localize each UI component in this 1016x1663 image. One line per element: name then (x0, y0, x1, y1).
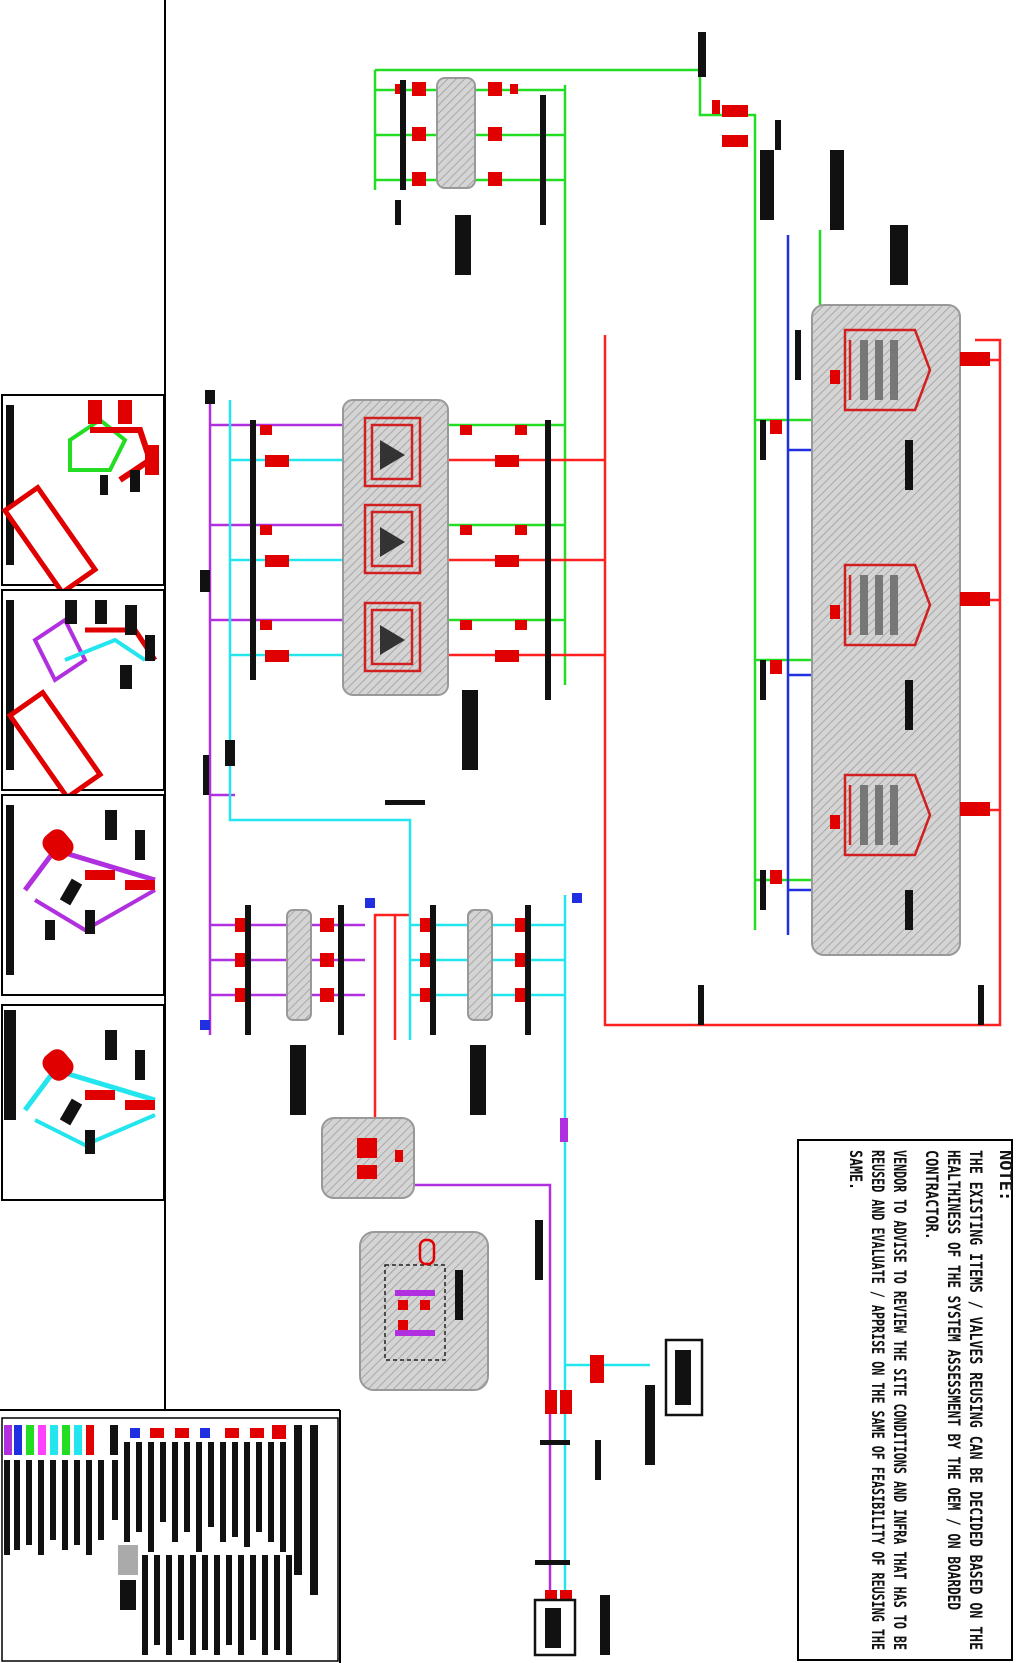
isometric-detail-panel-4 (1, 1004, 165, 1201)
chiller-bank (200, 399, 551, 795)
isometric-detail-panel-2 (1, 589, 165, 801)
note-line-2: HEALTHINESS OF THE SYSTEM ASSESSMENT BY … (943, 1150, 963, 1610)
heat-exchanger-unit (321, 1117, 415, 1199)
bottom-valves-and-tags (200, 390, 704, 1657)
top-valve-assembly (698, 32, 781, 150)
secondary-pump-skid-right (420, 905, 531, 1115)
note-line-3: CONTRACTOR. (921, 1150, 941, 1240)
legend-text-rows (4, 1425, 318, 1595)
legend-color-swatches (4, 1425, 286, 1455)
legend-abbreviation-block (120, 1555, 292, 1655)
notes-heading: NOTE: (995, 1150, 1015, 1201)
cooling-tower-bank (698, 150, 990, 1025)
notes-box: NOTE: THE EXISTING ITEMS / VALVES REUSIN… (797, 1139, 1015, 1661)
isometric-detail-panel-3 (1, 794, 165, 996)
note-line-6: SAME. (845, 1150, 865, 1190)
pump-skid-top (395, 77, 546, 275)
secondary-pump-skid-left (235, 905, 344, 1115)
isometric-detail-panel-1 (1, 394, 165, 596)
note-line-5: REUSED AND EVALUATE / APPRISE ON THE SAM… (867, 1150, 887, 1650)
expansion-tank-unit (359, 1231, 489, 1391)
note-line-1: THE EXISTING ITEMS / VALVES REUSING CAN … (965, 1150, 985, 1650)
note-line-4: VENDOR TO ADVISE TO REVIEW THE SITE COND… (889, 1150, 909, 1650)
legend-table (1, 1417, 339, 1662)
